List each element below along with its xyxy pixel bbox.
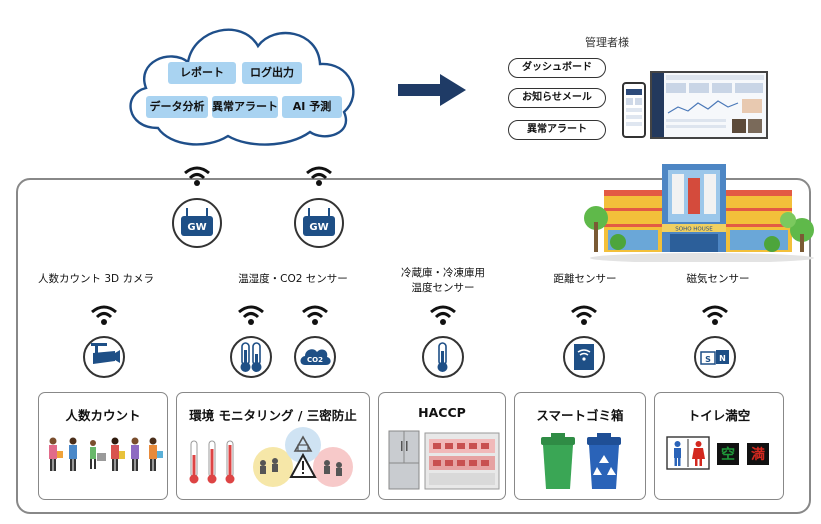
magnet-sensor-icon: S N bbox=[700, 350, 729, 365]
anomaly-alert-button[interactable]: 異常アラート bbox=[508, 120, 606, 140]
camera-icon bbox=[91, 343, 120, 364]
distance-sensor-icon bbox=[574, 344, 594, 370]
data-analysis-chip: データ分析 bbox=[146, 96, 208, 118]
sensor-label-fridge-temp-line1: 冷蔵庫・冷凍庫用 bbox=[401, 267, 485, 279]
camera-wifi-icon bbox=[91, 305, 117, 325]
building-icon: SOHO HOUSE bbox=[584, 164, 814, 262]
card-haccp: HACCP bbox=[378, 392, 506, 500]
occupied-sign-text: 満 bbox=[751, 446, 765, 463]
sensor-label-3d-camera: 人数カウント 3D カメラ bbox=[38, 273, 154, 285]
smartphone-icon bbox=[622, 82, 646, 138]
magnet-sensor: S N bbox=[694, 336, 736, 378]
environment-illustration bbox=[189, 427, 353, 487]
card-environment-monitoring: 環境 モニタリング / 三密防止 bbox=[176, 392, 370, 500]
cloud-services: レポート ログ出力 データ分析 異常アラート AI 予測 bbox=[118, 8, 368, 150]
gateway-1-label: GW bbox=[187, 222, 206, 233]
sensor-label-temp-humidity-co2: 温湿度・CO2 センサー bbox=[238, 273, 348, 285]
card-toilet-status: トイレ満空 空 満 bbox=[654, 392, 784, 500]
card-people-count: 人数カウント bbox=[38, 392, 168, 500]
co2-sensor: CO2 bbox=[294, 336, 336, 378]
building-sign: SOHO HOUSE bbox=[675, 227, 713, 233]
magnet-wifi-icon bbox=[702, 305, 728, 325]
ai-prediction-chip: AI 予測 bbox=[282, 96, 342, 118]
gateway-2-label: GW bbox=[309, 222, 328, 233]
sensor-label-distance: 距離センサー bbox=[553, 273, 617, 285]
sensor-label-fridge-temp-line2: 温度センサー bbox=[411, 282, 475, 294]
fridge-illustration bbox=[388, 430, 500, 490]
co2-badge: CO2 bbox=[307, 356, 323, 364]
gateway-2-wifi-icon bbox=[306, 166, 332, 186]
dashboard-screen-icon bbox=[650, 71, 768, 139]
gateway-1: GW bbox=[172, 198, 222, 248]
thermometer-icon bbox=[240, 342, 262, 372]
fridge-thermo-wifi-icon bbox=[430, 305, 456, 325]
thermometer-icon bbox=[437, 342, 448, 372]
trash-bins-illustration bbox=[541, 433, 621, 489]
green-bin-icon bbox=[541, 433, 575, 489]
blue-recycle-bin-icon bbox=[587, 433, 621, 489]
thermometers-icon bbox=[189, 440, 235, 484]
card-title-toilet-status: トイレ満空 bbox=[687, 408, 751, 423]
log-output-chip: ログ出力 bbox=[242, 62, 302, 84]
distance-wifi-icon bbox=[571, 305, 597, 325]
co2-wifi-icon bbox=[302, 305, 328, 325]
thermo-sensor bbox=[230, 336, 272, 378]
shoppers-illustration bbox=[49, 437, 163, 471]
camera-sensor bbox=[83, 336, 125, 378]
card-title-people-count: 人数カウント bbox=[65, 408, 141, 423]
dashboard-button[interactable]: ダッシュボード bbox=[508, 58, 606, 78]
flow-arrow-icon bbox=[398, 74, 466, 106]
card-title-environment-monitoring: 環境 モニタリング / 三密防止 bbox=[189, 408, 357, 423]
report-chip: レポート bbox=[168, 62, 236, 84]
card-title-smart-trash: スマートゴミ箱 bbox=[536, 408, 624, 423]
co2-cloud-icon: CO2 bbox=[300, 349, 331, 365]
card-title-haccp: HACCP bbox=[418, 405, 466, 420]
notification-mail-button[interactable]: お知らせメール bbox=[508, 88, 606, 108]
gateway-1-wifi-icon bbox=[184, 166, 210, 186]
gateway-2: GW bbox=[294, 198, 344, 248]
distance-sensor bbox=[563, 336, 605, 378]
magnet-letter-s: S bbox=[705, 355, 711, 364]
fridge-thermo-sensor bbox=[422, 336, 464, 378]
vacant-sign-text: 空 bbox=[721, 446, 735, 463]
card-smart-trash: スマートゴミ箱 bbox=[514, 392, 646, 500]
thermo-wifi-icon bbox=[238, 305, 264, 325]
occupied-sign bbox=[747, 443, 769, 465]
magnet-letter-n: N bbox=[719, 354, 726, 363]
admin-title: 管理者様 bbox=[585, 36, 629, 49]
vacant-sign bbox=[717, 443, 739, 465]
toilet-status-illustration: 空 満 bbox=[666, 436, 769, 470]
anomaly-alert-chip: 異常アラート bbox=[212, 96, 278, 118]
sensor-label-magnetic: 磁気センサー bbox=[686, 273, 750, 285]
